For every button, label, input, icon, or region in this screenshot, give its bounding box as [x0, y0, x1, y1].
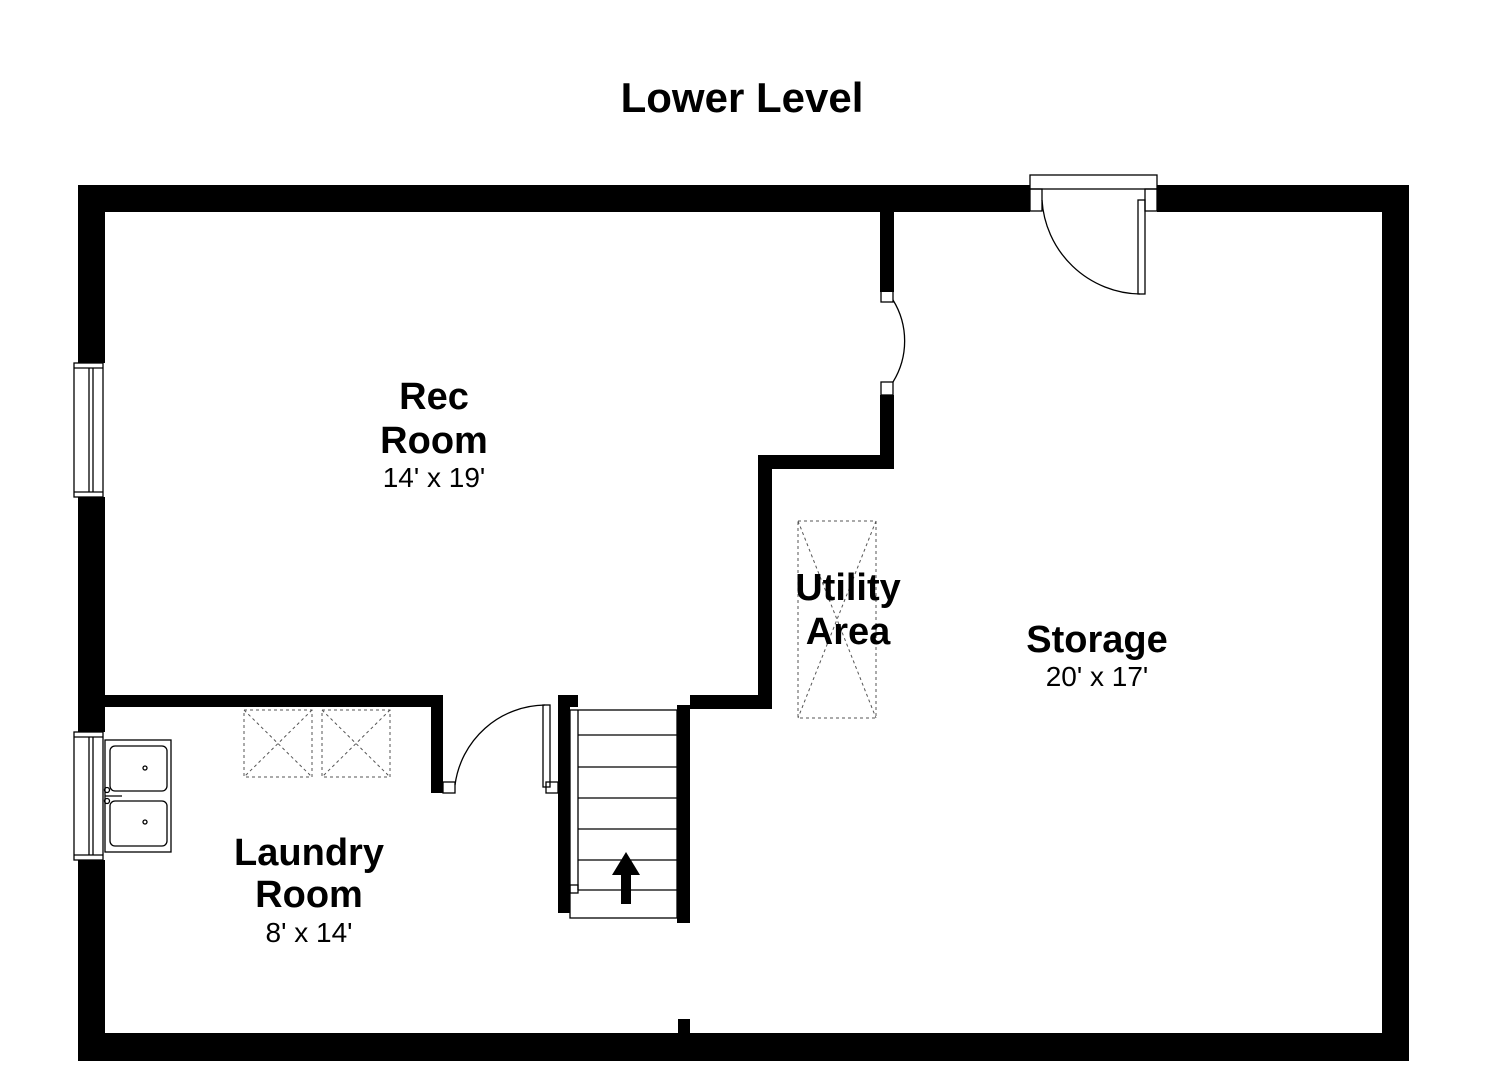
window-laundry: [73, 731, 104, 861]
washer-dryer: [243, 709, 391, 778]
exterior-walls: [78, 185, 1409, 1061]
exterior-door: [1029, 174, 1158, 295]
laundry-room-dimensions: 8' x 14': [266, 917, 353, 948]
label-storage: Storage 20' x 17': [1026, 619, 1167, 692]
window-rec-room: [73, 362, 104, 498]
rec-room-dimensions: 14' x 19': [383, 462, 486, 493]
rec-room-name-1: Rec: [399, 376, 469, 418]
laundry-room-name-1: Laundry: [234, 832, 384, 874]
staircase: [569, 709, 678, 919]
interior-walls: [105, 212, 894, 923]
storage-name: Storage: [1026, 619, 1167, 661]
door-rec-storage: [880, 290, 906, 396]
label-laundry-room: Laundry Room 8' x 14': [234, 832, 384, 948]
storage-dimensions: 20' x 17': [1046, 661, 1149, 692]
floor-title: Lower Level: [621, 74, 864, 121]
laundry-sink-icon: [103, 739, 172, 853]
utility-area-name-1: Utility: [795, 567, 901, 609]
utility-equipment: [797, 520, 877, 719]
laundry-room-name-2: Room: [255, 874, 363, 916]
label-rec-room: Rec Room 14' x 19': [380, 376, 488, 493]
up-arrow-icon: [612, 852, 640, 904]
door-laundry: [442, 704, 559, 794]
rec-room-name-2: Room: [380, 420, 488, 462]
label-utility-area: Utility Area: [795, 567, 901, 653]
utility-area-name-2: Area: [806, 611, 891, 653]
